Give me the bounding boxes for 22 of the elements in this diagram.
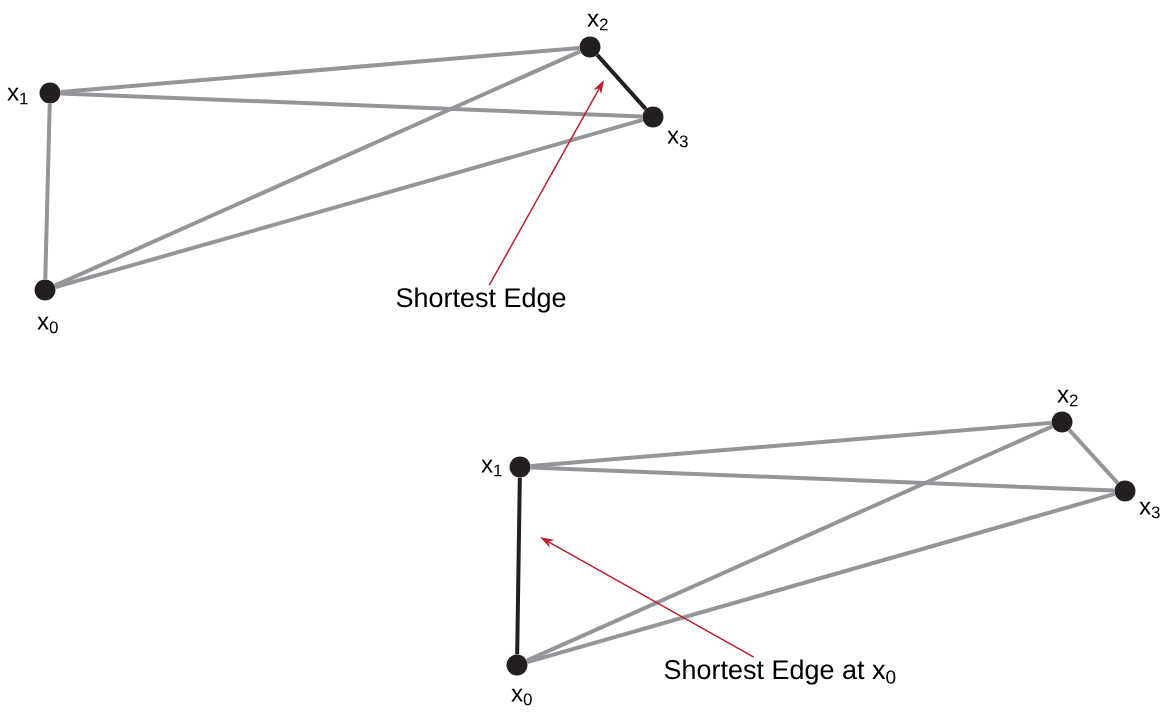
graph-edge bbox=[53, 49, 582, 288]
graph-edge bbox=[530, 465, 1115, 493]
vertex-label: x$_{1}$ bbox=[7, 87, 28, 105]
vertex-label: x$_{1}$ bbox=[481, 459, 502, 477]
graph-edge bbox=[526, 492, 1116, 664]
graph-edge bbox=[530, 420, 1052, 469]
graph-edge bbox=[1067, 428, 1120, 485]
graph-edge bbox=[525, 424, 1054, 663]
edge-caption: Shortest Edge bbox=[396, 287, 566, 313]
vertex-label: x$_{0}$ bbox=[37, 316, 58, 334]
vertex-label: x$_{2}$ bbox=[1057, 389, 1078, 407]
vertex-label: x$_{2}$ bbox=[587, 13, 608, 31]
graph-edge bbox=[515, 477, 522, 655]
graph-edge bbox=[60, 45, 580, 95]
graph-edge bbox=[43, 103, 52, 280]
graph-edge bbox=[54, 118, 644, 289]
graph-edge bbox=[60, 91, 643, 119]
vertex-label: x$_{3}$ bbox=[1139, 501, 1160, 519]
vertex-label: x$_{0}$ bbox=[511, 688, 532, 706]
vertex-label: x$_{3}$ bbox=[667, 130, 688, 148]
graph-edge bbox=[595, 53, 648, 111]
edge-caption: Shortest Edge at x$_{0}$ bbox=[664, 659, 896, 685]
